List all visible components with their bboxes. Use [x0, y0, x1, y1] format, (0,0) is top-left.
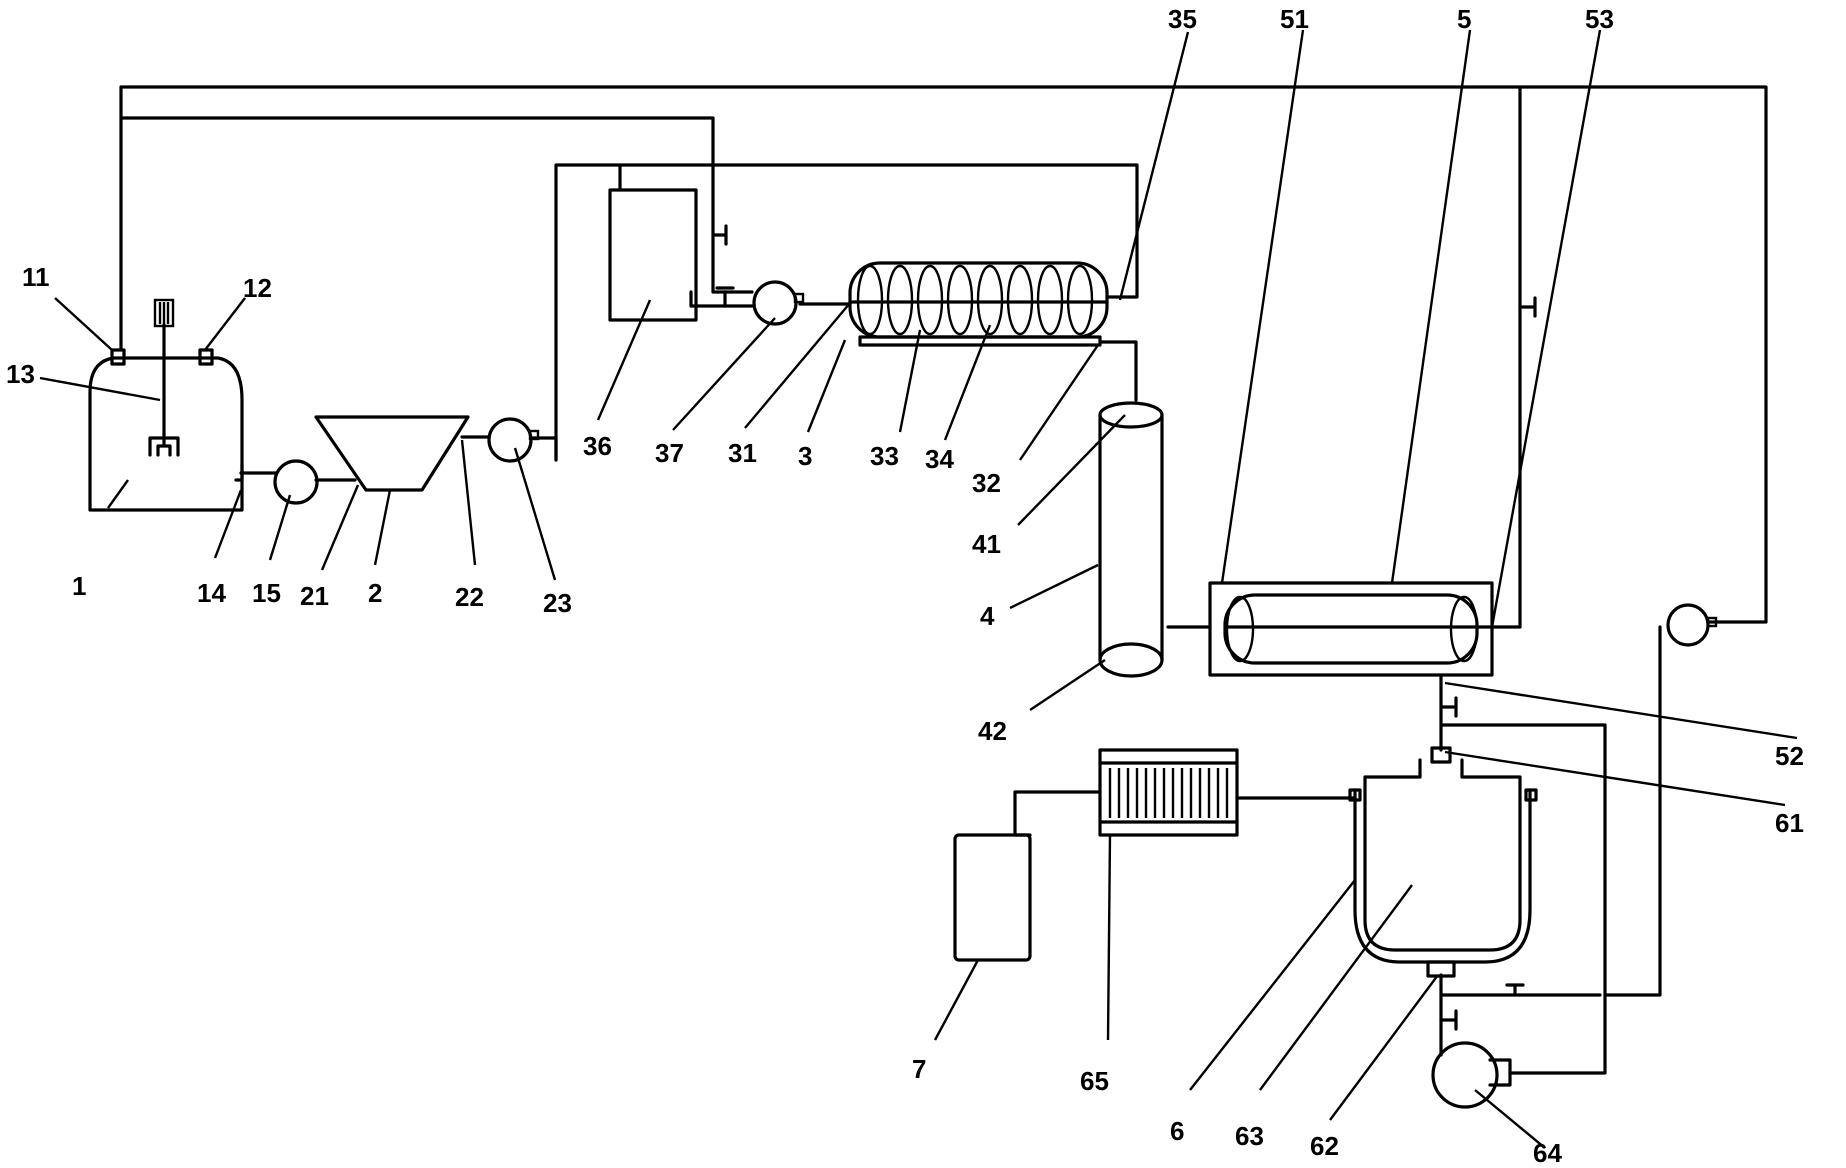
labels: 11 12 13 1 14 15 21 2 22 23 36 37 31 3 3… [6, 4, 1804, 1168]
label-51: 51 [1280, 4, 1309, 34]
label-62: 62 [1310, 1131, 1339, 1161]
vessel-6 [1348, 746, 1538, 978]
label-52: 52 [1775, 741, 1804, 771]
label-7: 7 [912, 1054, 926, 1084]
label-4: 4 [980, 601, 995, 631]
label-5: 5 [1457, 4, 1471, 34]
label-12: 12 [243, 273, 272, 303]
tank-7 [953, 833, 1032, 962]
label-53: 53 [1585, 4, 1614, 34]
tank-36 [608, 188, 698, 322]
label-14: 14 [197, 578, 226, 608]
leader-lines [39, 29, 1798, 1149]
pipe-network [119, 85, 1768, 1075]
label-34: 34 [925, 444, 954, 474]
screw-conveyor-3 [848, 261, 1109, 347]
pump-15 [273, 459, 319, 505]
label-65: 65 [1080, 1066, 1109, 1096]
label-6: 6 [1170, 1116, 1184, 1146]
label-23: 23 [543, 588, 572, 618]
label-3: 3 [798, 441, 812, 471]
label-1: 1 [72, 571, 86, 601]
reactor-1 [88, 298, 244, 512]
label-21: 21 [300, 581, 329, 611]
label-22: 22 [455, 582, 484, 612]
label-15: 15 [252, 578, 281, 608]
column-4 [1098, 401, 1164, 678]
label-33: 33 [870, 441, 899, 471]
label-37: 37 [655, 438, 684, 468]
label-35: 35 [1168, 4, 1197, 34]
label-42: 42 [978, 716, 1007, 746]
label-36: 36 [583, 431, 612, 461]
condenser-65 [1098, 748, 1239, 837]
valves [711, 224, 1537, 1031]
label-32: 32 [972, 468, 1001, 498]
label-61: 61 [1775, 808, 1804, 838]
label-2: 2 [368, 578, 382, 608]
label-63: 63 [1235, 1121, 1264, 1151]
pump-23 [487, 417, 540, 463]
label-41: 41 [972, 529, 1001, 559]
pump-right [1666, 603, 1718, 647]
label-11: 11 [22, 262, 50, 292]
pump-64 [1431, 1041, 1512, 1109]
label-31: 31 [728, 438, 757, 468]
label-13: 13 [6, 359, 35, 389]
pump-37 [752, 280, 805, 326]
hopper-2 [314, 415, 470, 492]
label-64: 64 [1533, 1138, 1562, 1168]
evaporator-5 [1208, 581, 1494, 677]
